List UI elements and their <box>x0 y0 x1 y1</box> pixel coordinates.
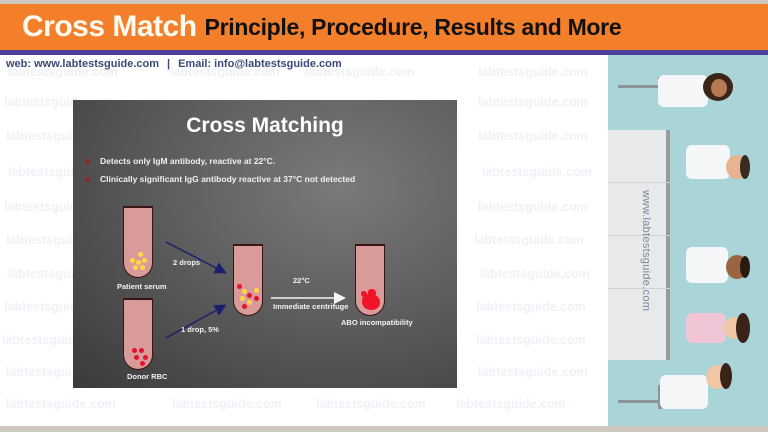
watermark: labtestsguide.com <box>482 165 592 179</box>
watermark: labtestsguide.com <box>476 300 586 314</box>
title-banner: Cross Match Principle, Procedure, Result… <box>0 4 768 50</box>
contact-line: web: www.labtestsguide.com | Email: info@l… <box>6 58 342 70</box>
slide-title: Cross Matching <box>186 114 344 137</box>
mixing-tube <box>232 244 263 316</box>
banner-stripe <box>0 50 768 55</box>
abo-incompatibility-label: ABO incompatibility <box>341 318 413 327</box>
lab-illustration-panel: www.labtestsguide.com <box>608 55 768 426</box>
watermark: labtestsguide.com <box>6 397 116 411</box>
watermark: labtestsguide.com <box>172 397 282 411</box>
bullet-marker-icon <box>85 158 90 164</box>
lab-bench <box>608 130 670 360</box>
watermark: labtestsguide.com <box>476 333 586 347</box>
watermark: labtestsguide.com <box>478 129 588 143</box>
watermark: labtestsguide.com <box>456 397 566 411</box>
patient-serum-label: Patient serum <box>117 282 167 291</box>
one-drop-label: 1 drop, 5% <box>181 325 219 334</box>
contact-separator: | <box>167 58 171 70</box>
title-subtitle: Principle, Procedure, Results and More <box>204 13 622 40</box>
centrifuge-label: Immediate centrifuge <box>273 302 349 311</box>
watermark: labtestsguide.com <box>478 365 588 379</box>
watermark: labtestsguide.com <box>316 397 426 411</box>
watermark: labtestsguide.com <box>478 65 588 79</box>
slide-bullet: Detects only IgM antibody, reactive at 2… <box>85 156 275 166</box>
watermark: labtestsguide.com <box>474 233 584 247</box>
sidebar-url: www.labtestsguide.com <box>640 190 652 312</box>
slide-bullet: Clinically significant IgG antibody reac… <box>85 174 355 184</box>
donor-rbc-tube <box>122 298 153 370</box>
watermark: labtestsguide.com <box>478 95 588 109</box>
donor-rbc-label: Donor RBC <box>127 372 168 381</box>
patient-serum-tube <box>122 206 153 278</box>
watermark: labtestsguide.com <box>480 267 590 281</box>
process-arrows <box>165 241 346 339</box>
watermark: labtestsguide.com <box>170 65 280 79</box>
title-main: Cross Match <box>22 10 197 43</box>
watermark: labtestsguide.com <box>8 65 118 79</box>
two-drops-label: 2 drops <box>173 258 201 267</box>
cross-matching-slide: Cross Matching Detects only IgM antibody… <box>73 100 457 388</box>
watermark: labtestsguide.com <box>478 200 588 214</box>
bullet-marker-icon <box>85 176 90 182</box>
email-link[interactable]: Email: info@labtestsguide.com <box>178 58 342 70</box>
watermark: labtestsguide.com <box>305 65 415 79</box>
temperature-label: 22°C <box>293 276 310 285</box>
result-tube <box>354 244 385 316</box>
web-link[interactable]: web: www.labtestsguide.com <box>6 58 160 70</box>
